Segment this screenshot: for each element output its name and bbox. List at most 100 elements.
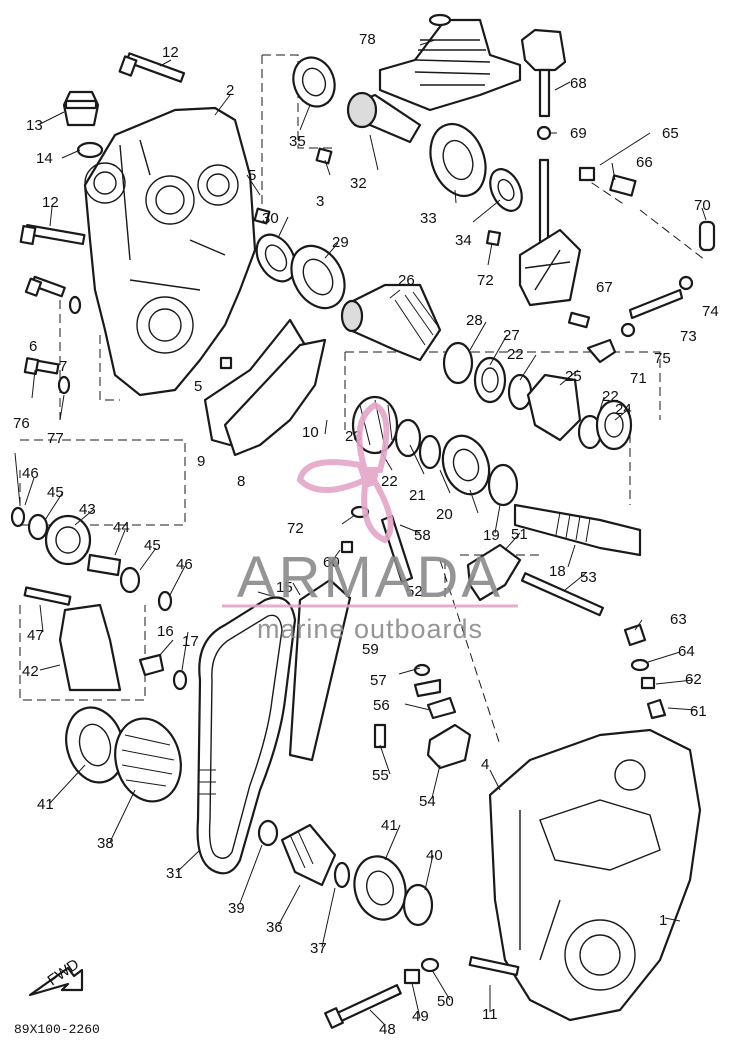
watermark-tagline: marine outboards xyxy=(257,614,483,644)
callout-31: 31 xyxy=(166,865,183,882)
drive-chain-part-31 xyxy=(196,596,297,875)
callout-19: 19 xyxy=(483,527,500,544)
callout-15: 15 xyxy=(276,579,293,596)
callout-45-right: 45 xyxy=(144,537,161,554)
callout-42: 42 xyxy=(22,663,39,680)
callout-35: 35 xyxy=(289,133,306,150)
callout-71: 71 xyxy=(630,370,647,387)
callout-38: 38 xyxy=(97,835,114,852)
callout-56: 56 xyxy=(373,697,390,714)
callout-6: 6 xyxy=(29,338,37,355)
shift-linkage-assembly xyxy=(518,158,716,364)
callout-74: 74 xyxy=(702,303,719,320)
callout-61: 61 xyxy=(690,703,707,720)
callout-65: 65 xyxy=(662,125,679,142)
callout-66: 66 xyxy=(636,154,653,171)
forward-direction-arrow: FWD xyxy=(28,956,84,997)
lower-shaft-group xyxy=(257,819,434,927)
callout-16: 16 xyxy=(157,623,174,640)
callout-leader-lines xyxy=(14,39,707,1026)
callout-69: 69 xyxy=(570,125,587,142)
watermark-brand: ARMADA xyxy=(237,545,503,610)
assembly-guide-lines xyxy=(19,54,706,746)
callout-25: 25 xyxy=(565,368,582,385)
lower-case-part-4 xyxy=(488,623,702,1022)
callout-9: 9 xyxy=(197,453,205,470)
callout-52: 52 xyxy=(406,583,423,600)
cover-gaskets-parts-8-9 xyxy=(203,318,327,457)
callout-55: 55 xyxy=(372,767,389,784)
callout-40: 40 xyxy=(426,847,443,864)
shift-knob-part-68 xyxy=(520,28,567,141)
callout-5-lower: 5 xyxy=(194,378,202,395)
callout-58: 58 xyxy=(414,527,431,544)
callout-21: 21 xyxy=(409,487,426,504)
drive-shaft-group xyxy=(340,283,633,451)
watermark: ARMADA marine outboards xyxy=(222,401,518,644)
callout-45-left: 45 xyxy=(47,484,64,501)
callout-72-lower: 72 xyxy=(287,520,304,537)
callout-76: 76 xyxy=(13,415,30,432)
upper-bearings-and-gears xyxy=(255,56,523,310)
callout-46-right: 46 xyxy=(176,556,193,573)
shift-cam-components xyxy=(373,663,472,770)
callout-43: 43 xyxy=(79,501,96,518)
callout-44: 44 xyxy=(113,519,130,536)
callout-67: 67 xyxy=(596,279,613,296)
callout-78: 78 xyxy=(359,31,376,48)
callout-57: 57 xyxy=(370,672,387,689)
callout-10: 10 xyxy=(302,424,319,441)
callout-60: 60 xyxy=(323,554,340,571)
callout-34: 34 xyxy=(455,232,472,249)
bottom-bolts xyxy=(324,955,520,1029)
callout-29: 29 xyxy=(332,234,349,251)
part-callout-numbers: 1 2 3 4 5 5 6 7 8 9 10 11 12 12 13 14 15… xyxy=(13,31,719,1038)
callout-41-lower: 41 xyxy=(381,817,398,834)
callout-48: 48 xyxy=(379,1021,396,1038)
callout-68: 68 xyxy=(570,75,587,92)
callout-28: 28 xyxy=(466,312,483,329)
callout-39: 39 xyxy=(228,900,245,917)
callout-54: 54 xyxy=(419,793,436,810)
callout-8: 8 xyxy=(237,473,245,490)
callout-20: 20 xyxy=(436,506,453,523)
callout-27: 27 xyxy=(503,327,520,344)
callout-17: 17 xyxy=(182,633,199,650)
callout-5-upper: 5 xyxy=(248,167,256,184)
callout-62: 62 xyxy=(685,671,702,688)
callout-73: 73 xyxy=(680,328,697,345)
drive-shaft-part-15 xyxy=(288,578,352,762)
callout-63: 63 xyxy=(670,611,687,628)
callout-33: 33 xyxy=(420,210,437,227)
callout-3: 3 xyxy=(316,193,324,210)
callout-12-left: 12 xyxy=(42,194,59,211)
callout-37: 37 xyxy=(310,940,327,957)
callout-1: 1 xyxy=(659,912,667,929)
upper-case-cover-part-2 xyxy=(83,106,257,397)
callout-26: 26 xyxy=(398,272,415,289)
callout-12-upper: 12 xyxy=(162,44,179,61)
callout-70: 70 xyxy=(694,197,711,214)
upper-fasteners xyxy=(19,52,502,395)
callout-30: 30 xyxy=(262,210,279,227)
callout-4: 4 xyxy=(481,756,489,773)
callout-22-right: 22 xyxy=(602,388,619,405)
callout-51: 51 xyxy=(511,526,528,543)
callout-14: 14 xyxy=(36,150,53,167)
callout-77: 77 xyxy=(47,430,64,447)
callout-59: 59 xyxy=(362,641,379,658)
callout-22-lower: 22 xyxy=(381,473,398,490)
left-side-parts xyxy=(10,506,188,803)
callout-47: 47 xyxy=(27,627,44,644)
callout-64: 64 xyxy=(678,643,695,660)
watermark-propeller-logo xyxy=(296,401,394,544)
callout-72-upper: 72 xyxy=(477,272,494,289)
callout-53: 53 xyxy=(580,569,597,586)
callout-46-left: 46 xyxy=(22,465,39,482)
callout-36: 36 xyxy=(266,919,283,936)
drawing-code-label: 89X100-2260 xyxy=(14,1022,100,1037)
callout-32: 32 xyxy=(350,175,367,192)
callout-11: 11 xyxy=(482,1006,498,1023)
callout-41-left: 41 xyxy=(37,796,54,813)
